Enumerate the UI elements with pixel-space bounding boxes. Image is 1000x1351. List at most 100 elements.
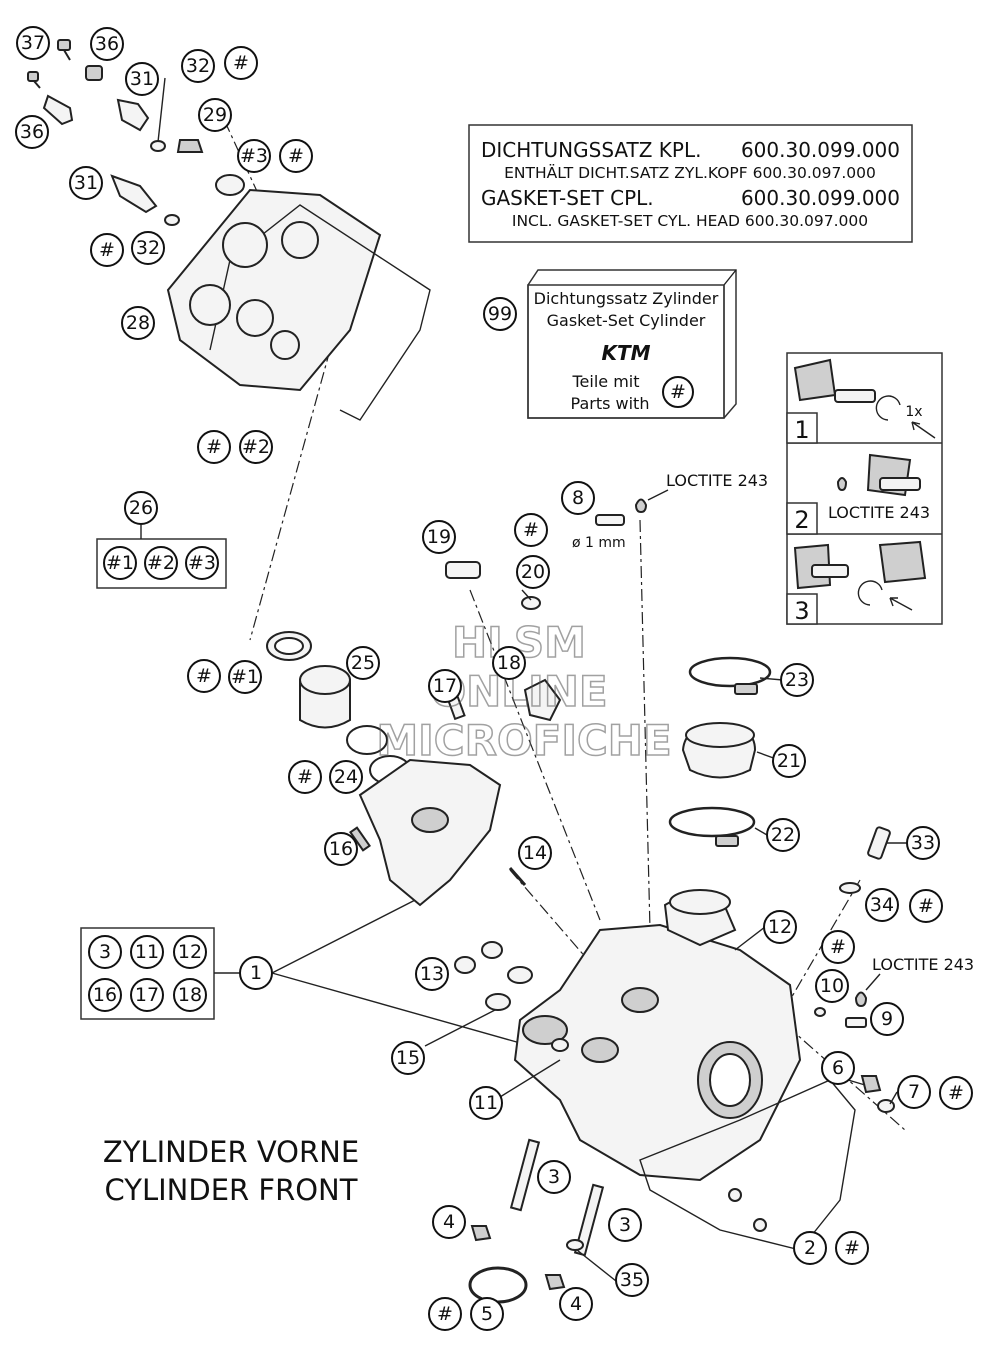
gasket-set-includes-en: INCL. GASKET-SET CYL. HEAD 600.30.097.00… (512, 212, 868, 230)
svg-text:#2: #2 (242, 436, 270, 458)
svg-text:11: 11 (135, 941, 159, 963)
svg-text:#: # (288, 145, 304, 167)
svg-text:#: # (844, 1237, 860, 1259)
part-callout: #1 (228, 660, 262, 694)
part-callout: 35 (615, 1263, 649, 1297)
part-callout: 7 (897, 1075, 931, 1109)
part-callout: 6 (821, 1051, 855, 1085)
group-item-callout: 18 (173, 978, 207, 1012)
svg-text:32: 32 (136, 237, 160, 259)
package-parts-en: Parts with (571, 394, 650, 413)
svg-text:12: 12 (768, 916, 792, 938)
svg-text:#: # (233, 52, 249, 74)
svg-text:16: 16 (329, 838, 353, 860)
part-callout: 24 (329, 760, 363, 794)
part-callout: 4 (559, 1287, 593, 1321)
svg-text:#: # (830, 936, 846, 958)
diagram-title-en: CYLINDER FRONT (105, 1173, 358, 1207)
part-callouts: 37 36 31 32 # 36 29 #3 # 31 # 32 28 # #2… (15, 26, 973, 1331)
group-item-callout: #1 (103, 546, 137, 580)
part-callout: 20 (516, 555, 550, 589)
svg-text:1: 1 (250, 962, 262, 984)
gasket-set-info-box: DICHTUNGSSATZ KPL. 600.30.099.000 ENTHÄL… (468, 124, 913, 243)
gasket-set-includes-de: ENTHÄLT DICHT.SATZ ZYL.KOPF 600.30.097.0… (504, 163, 876, 182)
svg-text:18: 18 (178, 984, 202, 1006)
svg-text:13: 13 (420, 963, 444, 985)
part-callout: 23 (780, 663, 814, 697)
diagram-title-de: ZYLINDER VORNE (103, 1135, 359, 1169)
loctite-drop (854, 991, 868, 1008)
part-callout: 14 (518, 836, 552, 870)
part-callout: #2 (239, 430, 273, 464)
svg-text:26: 26 (129, 497, 153, 519)
svg-text:21: 21 (777, 750, 801, 772)
jet-part (595, 514, 625, 526)
part-callout: 10 (815, 969, 849, 1003)
valve-cover (166, 188, 431, 421)
svg-text:#1: #1 (106, 552, 134, 574)
part-callout: # (428, 1297, 462, 1331)
step-number: 1 (794, 416, 809, 444)
svg-text:3: 3 (548, 1166, 560, 1188)
part-callout: 2 (793, 1231, 827, 1265)
svg-text:33: 33 (911, 832, 935, 854)
part-callout: # (835, 1231, 869, 1265)
group-item-callout: 3 (88, 935, 122, 969)
part-callout: 19 (422, 520, 456, 554)
loctite-drop (634, 498, 648, 514)
part-callout: 11 (469, 1086, 503, 1120)
part-callout: 31 (125, 62, 159, 96)
part-callout: 9 (870, 1002, 904, 1036)
part-callout: # (939, 1076, 973, 1110)
part-callout: 36 (90, 27, 124, 61)
part-callout: # (288, 760, 322, 794)
part-callout: 13 (415, 957, 449, 991)
svg-text:#: # (948, 1082, 964, 1104)
gasket-set-line-de: DICHTUNGSSATZ KPL. (481, 138, 701, 162)
svg-text:25: 25 (351, 652, 375, 674)
part-callout: 22 (766, 818, 800, 852)
part-callout: # (909, 889, 943, 923)
assembly-axis-line (249, 349, 331, 641)
loctite-leader (647, 489, 669, 501)
part-callout: # (187, 659, 221, 693)
part-callout: 3 (608, 1208, 642, 1242)
svg-text:17: 17 (135, 984, 159, 1006)
svg-text:11: 11 (474, 1092, 498, 1114)
svg-text:#: # (297, 766, 313, 788)
part-callout: 26 (124, 491, 158, 525)
part-callout: 31 (69, 166, 103, 200)
svg-text:35: 35 (620, 1269, 644, 1291)
svg-text:37: 37 (21, 32, 45, 54)
gasket-set-line-en: GASKET-SET CPL. (481, 186, 654, 210)
svg-text:31: 31 (74, 172, 98, 194)
svg-text:36: 36 (20, 121, 44, 143)
svg-text:4: 4 (570, 1293, 582, 1315)
svg-text:20: 20 (521, 561, 545, 583)
part-callout: # (90, 233, 124, 267)
svg-text:15: 15 (396, 1047, 420, 1069)
cylinder-gasket-package: Dichtungssatz Zylinder Gasket-Set Cylind… (527, 269, 737, 419)
group-item-callout: #3 (185, 546, 219, 580)
assembly-axis-line (734, 979, 906, 1131)
step-instruction-panel: 1 2 3 1x LOCTITE 243 (786, 352, 943, 625)
part-callout: 29 (198, 98, 232, 132)
svg-text:34: 34 (870, 894, 894, 916)
part-callout: 99 (483, 297, 517, 331)
svg-text:#: # (437, 1303, 453, 1325)
svg-text:19: 19 (427, 526, 451, 548)
part-callout: 18 (492, 646, 526, 680)
loctite-leader (865, 973, 881, 991)
diameter-label: ø 1 mm (572, 535, 626, 551)
svg-text:23: 23 (785, 669, 809, 691)
part-callout: 32 (131, 231, 165, 265)
svg-text:10: 10 (820, 975, 844, 997)
middle-parts (266, 561, 562, 907)
svg-text:#3: #3 (240, 145, 268, 167)
svg-text:5: 5 (481, 1303, 493, 1325)
svg-text:99: 99 (488, 303, 512, 325)
package-parts-de: Teile mit (571, 372, 639, 391)
svg-text:16: 16 (93, 984, 117, 1006)
svg-text:#: # (99, 239, 115, 261)
group-item-callout: 11 (130, 935, 164, 969)
